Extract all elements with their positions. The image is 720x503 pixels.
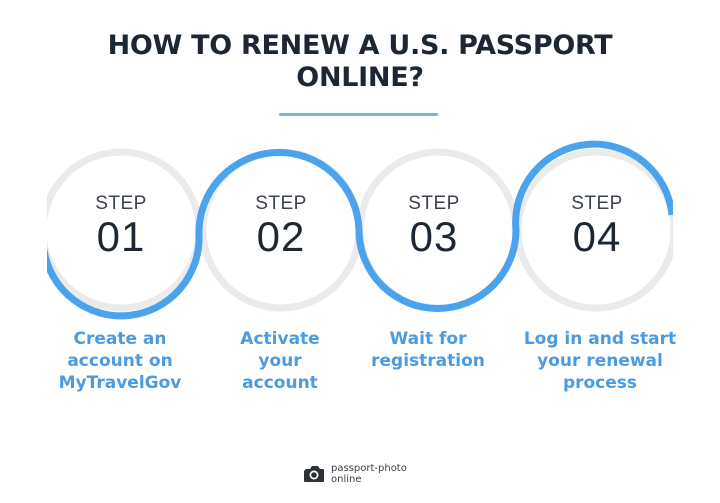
title-underline [279, 113, 438, 116]
step-4-description: Log in and start your renewal process [505, 328, 695, 394]
step-4-desc-line: Log in and start [523, 329, 677, 349]
step-4-number: 04 [572, 213, 622, 260]
step-2-desc-line: Activate [240, 329, 320, 349]
title-line-1: HOW TO RENEW A U.S. PASSPORT [107, 30, 613, 61]
step-1-description: Create an account on MyTravelGov [30, 328, 210, 394]
logo-line-2: online [331, 474, 362, 485]
brand-logo: passport-photo online [303, 460, 407, 488]
step-3-word: STEP [408, 193, 460, 214]
page-title: HOW TO RENEW A U.S. PASSPORT ONLINE? [0, 30, 720, 94]
step-3-desc-line: registration [371, 351, 485, 371]
logo-text: passport-photo online [331, 463, 407, 485]
step-1-desc-line: account on [67, 351, 173, 371]
step-3-number: 03 [409, 213, 459, 260]
step-2-number: 02 [256, 213, 306, 260]
step-4-word: STEP [571, 193, 623, 214]
step-3-description: Wait for registration [338, 328, 518, 372]
step-1-desc-line: Create an [73, 329, 167, 349]
step-1-desc-line: MyTravelGov [58, 373, 182, 393]
blue-wave-path [47, 140, 673, 320]
step-2-desc-line: your [258, 351, 302, 371]
step-2-description: Activate your account [190, 328, 370, 394]
title-line-2: ONLINE? [296, 62, 424, 93]
step-3-desc-line: Wait for [389, 329, 467, 349]
step-2-desc-line: account [242, 373, 318, 393]
step-2-word: STEP [255, 193, 307, 214]
camera-icon [304, 466, 324, 482]
step-4-desc-line: your renewal [537, 351, 663, 371]
step-4-desc-line: process [562, 373, 638, 393]
logo-line-1: passport-photo [331, 463, 407, 474]
step-1-number: 01 [96, 213, 146, 260]
step-1-word: STEP [95, 193, 147, 214]
